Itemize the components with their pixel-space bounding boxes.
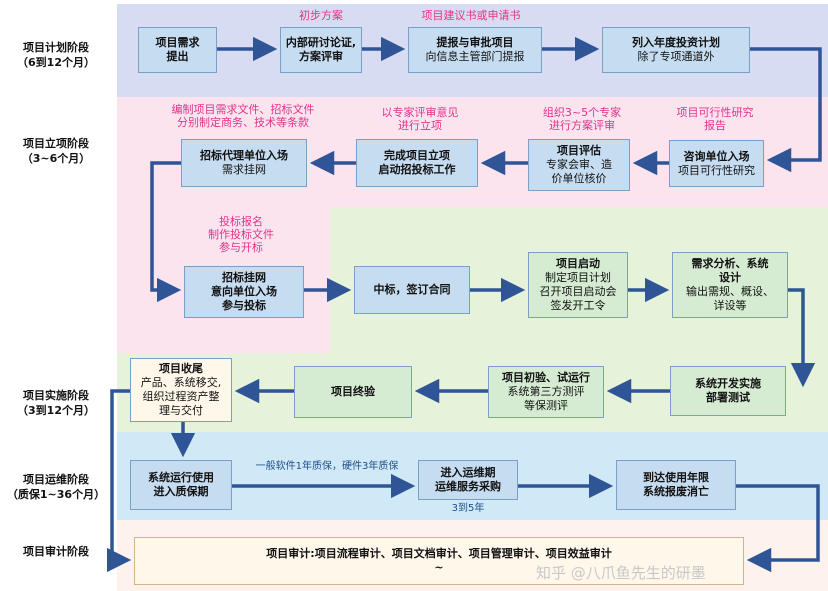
node-analysis: 需求分析、系统设计输出需规、概设、详设等 — [672, 252, 788, 318]
node-develop: 系统开发实施部署测试 — [670, 366, 786, 416]
note-ops-years: 3到5年 — [451, 503, 485, 514]
note-initial-plan: 初步方案 — [299, 9, 343, 22]
note-compile-docs: 编制项目需求文件、招标文件分别制定商务、技术等条款 — [171, 103, 315, 129]
node-tender: 招标挂网意向单位入场参与投标 — [184, 266, 304, 318]
node-final: 项目终验 — [294, 366, 412, 418]
node-retire: 到达使用年限系统报废消亡 — [616, 460, 736, 510]
node-evaluate: 项目评估专家会审、造价单位核价 — [528, 139, 630, 191]
node-audit: 项目审计:项目流程审计、项目文档审计、项目管理审计、项目效益审计~ — [134, 537, 744, 585]
stage-operation-label: 项目运维阶段（质保1~36个月） — [6, 473, 106, 501]
stage-implementation-label: 项目实施阶段（3到12个月） — [17, 389, 95, 417]
note-warranty: 一般软件1年质保，硬件3年质保 — [255, 461, 399, 472]
node-procure: 进入运维期运维服务采购 — [418, 460, 518, 500]
node-review: 内部研讨论证,方案评审 — [280, 27, 362, 73]
arrow-closing-audit — [106, 389, 132, 573]
note-experts: 组织3~5个专家进行方案评审 — [542, 106, 622, 132]
arrow-analysis-develop — [788, 288, 816, 388]
node-agency: 招标代理单位入场需求挂网 — [181, 139, 307, 187]
watermark: 知乎 @八爪鱼先生的研墨 — [536, 564, 706, 582]
arrow-retire-audit — [736, 484, 820, 573]
node-contract: 中标，签订合同 — [354, 266, 470, 314]
stage-approval-label: 项目立项阶段（3~6个月） — [21, 137, 91, 165]
node-complete: 完成项目立项启动招投标工作 — [356, 139, 478, 187]
note-expert-opinion: 以专家评审意见进行立项 — [381, 106, 459, 132]
stage-audit-label: 项目审计阶段 — [23, 545, 89, 558]
arrow-invest-consult — [750, 47, 822, 173]
arrow-agency-tender — [150, 161, 182, 303]
note-proposal: 项目建议书或申请书 — [421, 9, 521, 22]
stage-planning-label: 项目计划阶段（6到12个月） — [17, 41, 95, 69]
node-closing: 项目收尾产品、系统移交,组织过程资产整理与交付 — [130, 358, 232, 422]
node-warranty: 系统运行使用进入质保期 — [130, 460, 232, 510]
node-trial: 项目初验、试运行系统第三方测评等保测评 — [488, 366, 604, 418]
note-feasibility: 项目可行性研究报告 — [676, 106, 754, 132]
node-invest: 列入年度投资计划除了专项通道外 — [602, 27, 750, 73]
note-bid-register: 投标报名制作投标文件参与开标 — [208, 215, 274, 254]
node-consult: 咨询单位入场项目可行性研究 — [669, 140, 764, 187]
node-demand: 项目需求提出 — [138, 27, 217, 73]
node-kickoff: 项目启动制定项目计划召开项目启动会签发开工令 — [528, 252, 628, 318]
node-approve: 提报与审批项目向信息主管部门提报 — [408, 27, 542, 73]
